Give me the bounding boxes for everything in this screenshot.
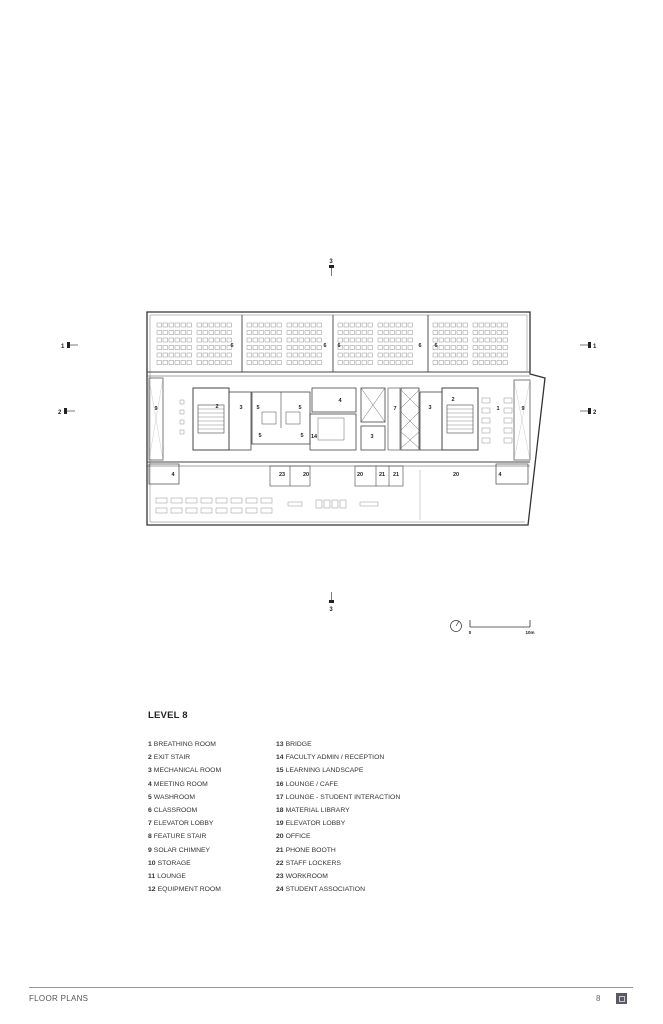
room-label-office-2: 20 (357, 472, 363, 478)
meeting-room-sw (148, 463, 180, 485)
room-label-mech-2: 3 (370, 434, 373, 440)
scale-bar: 0 10m (469, 620, 535, 635)
footer-section-title: FLOOR PLANS (29, 994, 89, 1003)
section-marker-left-1: 1 (61, 342, 78, 350)
floor-plan-drawing: 6 6 6 6 6 9 9 2 2 3 3 3 5 5 5 5 4 7 1 14… (58, 259, 597, 635)
north-arrow-icon (450, 620, 462, 632)
room-label-elevator-lobby: 7 (393, 406, 396, 412)
room-label-washroom-2: 5 (298, 405, 301, 411)
svg-text:2: 2 (593, 410, 597, 416)
open-office-desks (155, 497, 379, 514)
logo-icon (616, 993, 627, 1004)
room-label-classroom-4: 6 (418, 343, 421, 349)
footer-divider (29, 987, 633, 988)
room-label-mech-3: 3 (428, 405, 431, 411)
section-marker-bottom: 3 (329, 592, 334, 613)
room-label-mech-1: 3 (239, 405, 242, 411)
room-label-meeting-se: 4 (498, 472, 502, 478)
svg-text:2: 2 (58, 410, 62, 416)
svg-text:0: 0 (469, 630, 472, 635)
svg-text:1: 1 (593, 344, 597, 350)
section-marker-left-2: 2 (58, 408, 75, 416)
svg-text:10m: 10m (525, 630, 534, 635)
room-label-washroom-4: 5 (300, 433, 303, 439)
classroom-desks (156, 322, 508, 365)
exit-stair-right (441, 387, 479, 451)
elevator-shafts-left (360, 387, 386, 423)
meeting-room-core (311, 387, 357, 413)
room-label-phone-1: 21 (379, 472, 385, 478)
meeting-room-se (495, 463, 529, 485)
faculty-admin (309, 413, 357, 451)
room-label-solar-right: 9 (521, 406, 524, 412)
solar-chimney-left (148, 377, 164, 461)
room-label-faculty-admin: 14 (311, 434, 318, 440)
mech-room-right (419, 391, 443, 451)
solar-chimney-right (513, 379, 531, 461)
room-label-washroom-3: 5 (258, 433, 261, 439)
elevator-shafts-right (400, 387, 420, 451)
room-label-office-3: 20 (453, 472, 459, 478)
svg-text:3: 3 (329, 259, 333, 265)
room-label-meeting-core: 4 (338, 398, 342, 404)
lounge-furniture (179, 397, 513, 444)
mech-room-left (228, 391, 252, 451)
section-marker-right-2: 2 (580, 408, 597, 416)
room-label-workroom: 23 (279, 472, 285, 478)
room-label-washroom-1: 5 (256, 405, 259, 411)
room-label-stair-left: 2 (215, 404, 218, 410)
legend-title: LEVEL 8 (148, 710, 188, 721)
room-label-classroom-5: 6 (434, 343, 437, 349)
svg-text:1: 1 (61, 344, 65, 350)
section-marker-right-1: 1 (580, 342, 597, 350)
room-label-meeting-sw: 4 (171, 472, 175, 478)
room-label-breathing: 1 (496, 406, 499, 412)
room-label-stair-right: 2 (451, 397, 454, 403)
svg-text:3: 3 (329, 607, 333, 613)
room-label-phone-2: 21 (393, 472, 399, 478)
room-label-classroom-1: 6 (230, 343, 233, 349)
room-label-office-1: 20 (303, 472, 309, 478)
room-label-solar-left: 9 (154, 406, 157, 412)
room-label-classroom-3: 6 (337, 343, 340, 349)
exit-stair-left (192, 387, 230, 451)
section-marker-top: 3 (329, 259, 334, 276)
building-outline (146, 311, 546, 526)
page-number: 8 (596, 994, 601, 1003)
elevator-lobby (387, 387, 401, 451)
room-label-classroom-2: 6 (323, 343, 326, 349)
